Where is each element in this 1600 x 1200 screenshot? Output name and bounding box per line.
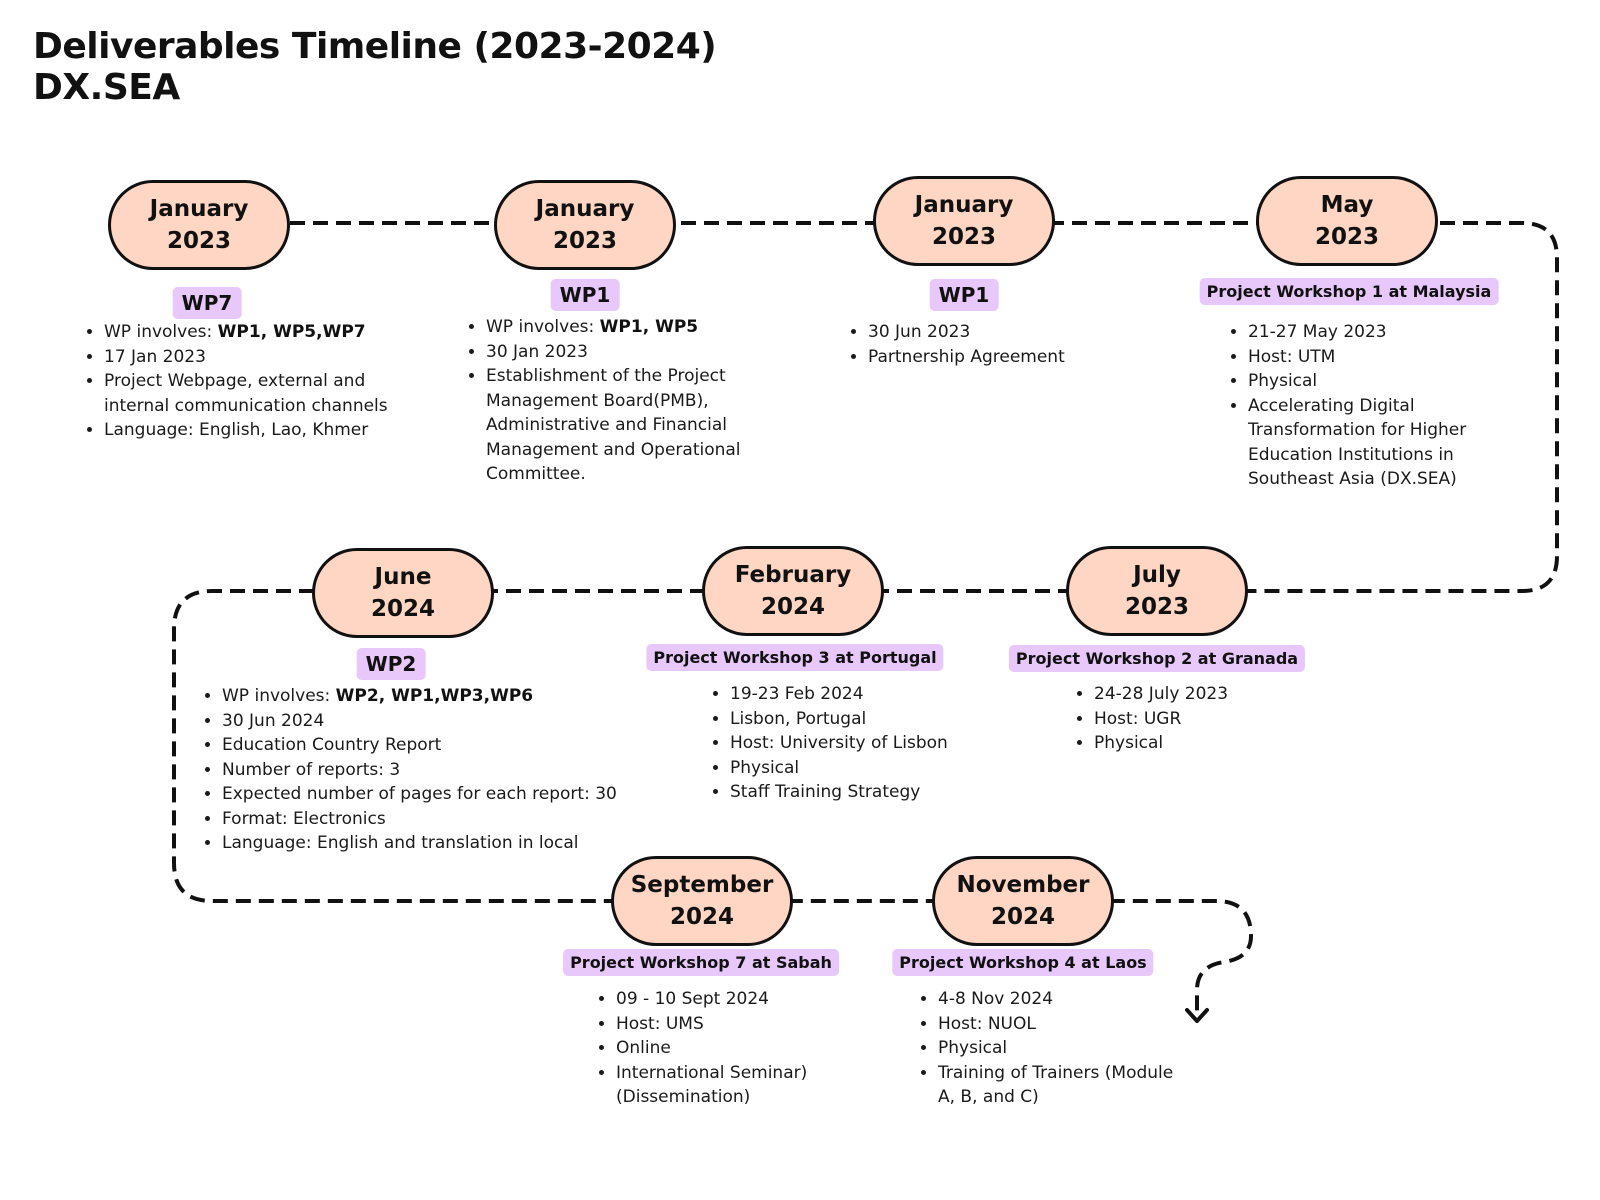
workshop-badge: Project Workshop 2 at Granada [1008,645,1306,672]
list-item: Accelerating Digital Transformation for … [1248,394,1513,492]
milestone-date-jul-2023: July 2023 [1066,546,1248,636]
date-year: 2024 [760,594,825,620]
milestone-details: WP involves: WP1, WP5,WP7 17 Jan 2023 Pr… [82,320,404,443]
connector-row-2 [172,589,1254,1012]
list-item: Physical [730,756,1010,781]
milestone-date-may-2023: May 2023 [1256,176,1438,266]
list-item: 24-28 July 2023 [1094,682,1344,707]
date-year: 2024 [370,596,435,622]
workshop-badge: Project Workshop 4 at Laos [892,949,1154,976]
list-item: 09 - 10 Sept 2024 [616,987,871,1012]
list-item: Host: UGR [1094,707,1344,732]
list-item: 30 Jun 2024 [222,709,662,734]
list-item: Online [616,1036,871,1061]
list-item: Host: UTM [1248,345,1513,370]
date-month: January [914,192,1014,218]
date-month: September [630,872,774,898]
list-item: Partnership Agreement [868,345,1168,370]
milestone-details: 30 Jun 2023 Partnership Agreement [846,320,1168,369]
date-year: 2023 [1124,594,1189,620]
milestone-details: 09 - 10 Sept 2024 Host: UMS Online Inter… [594,987,871,1110]
wp-badge: WP1 [929,279,999,311]
date-month: January [535,196,635,222]
title-line-2: DX.SEA [33,67,180,108]
list-item: Expected number of pages for each report… [222,782,662,807]
date-year: 2023 [1314,224,1379,250]
milestone-date-jun-2024: June 2024 [312,548,494,638]
date-month: June [374,564,432,590]
date-year: 2024 [669,904,734,930]
milestone-details: WP involves: WP1, WP5 30 Jan 2023 Establ… [464,315,786,487]
date-year: 2023 [166,228,231,254]
list-item: 19-23 Feb 2024 [730,682,1010,707]
list-item: Physical [1094,731,1344,756]
list-item: 30 Jan 2023 [486,340,786,365]
date-month: January [149,196,249,222]
list-item: Project Webpage, external and internal c… [104,369,404,418]
list-item: Physical [938,1036,1183,1061]
list-item: Training of Trainers (Module A, B, and C… [938,1061,1183,1110]
milestone-date-jan-2023-wp7: January 2023 [108,180,290,270]
list-item: Establishment of the Project Management … [486,364,786,487]
list-item: 21-27 May 2023 [1248,320,1513,345]
milestone-details: 24-28 July 2023 Host: UGR Physical [1072,682,1344,756]
date-month: February [734,562,852,588]
list-item: Staff Training Strategy [730,780,1010,805]
list-item: 4-8 Nov 2024 [938,987,1183,1012]
list-item: WP involves: WP1, WP5 [486,315,786,340]
page-title: Deliverables Timeline (2023-2024) DX.SEA [33,26,717,108]
list-item: Format: Electronics [222,807,662,832]
milestone-details: 19-23 Feb 2024 Lisbon, Portugal Host: Un… [708,682,1010,805]
milestone-date-jan-2023-partnership: January 2023 [873,176,1055,266]
list-item: Lisbon, Portugal [730,707,1010,732]
connector-row-1 [198,221,1559,593]
list-item: Host: NUOL [938,1012,1183,1037]
milestone-details: 21-27 May 2023 Host: UTM Physical Accele… [1226,320,1513,492]
list-item: WP involves: WP2, WP1,WP3,WP6 [222,684,662,709]
date-year: 2023 [552,228,617,254]
milestone-date-sep-2024: September 2024 [611,856,793,946]
list-item: Host: UMS [616,1012,871,1037]
milestone-date-jan-2023-wp1: January 2023 [494,180,676,270]
workshop-badge: Project Workshop 7 at Sabah [563,949,839,976]
milestone-details: WP involves: WP2, WP1,WP3,WP6 30 Jun 202… [200,684,662,856]
list-item: Number of reports: 3 [222,758,662,783]
arrow-head-icon [1185,1008,1209,1023]
milestone-date-nov-2024: November 2024 [932,856,1114,946]
date-year: 2024 [990,904,1055,930]
list-item: Physical [1248,369,1513,394]
wp-badge: WP2 [356,648,426,680]
date-month: November [956,872,1090,898]
list-item: 17 Jan 2023 [104,345,404,370]
workshop-badge: Project Workshop 1 at Malaysia [1199,278,1499,305]
wp-badge: WP7 [172,287,242,319]
list-item: International Seminar) (Dissemination) [616,1061,871,1110]
list-item: 30 Jun 2023 [868,320,1168,345]
list-item: Language: English, Lao, Khmer [104,418,404,443]
milestone-details: 4-8 Nov 2024 Host: NUOL Physical Trainin… [916,987,1183,1110]
milestone-date-feb-2024: February 2024 [702,546,884,636]
date-month: May [1320,192,1374,218]
date-year: 2023 [931,224,996,250]
list-item: Host: University of Lisbon [730,731,1010,756]
list-item: Education Country Report [222,733,662,758]
title-line-1: Deliverables Timeline (2023-2024) [33,26,717,67]
list-item: Language: English and translation in loc… [222,831,662,856]
workshop-badge: Project Workshop 3 at Portugal [646,644,944,671]
list-item: WP involves: WP1, WP5,WP7 [104,320,404,345]
wp-badge: WP1 [550,279,620,311]
date-month: July [1133,562,1181,588]
